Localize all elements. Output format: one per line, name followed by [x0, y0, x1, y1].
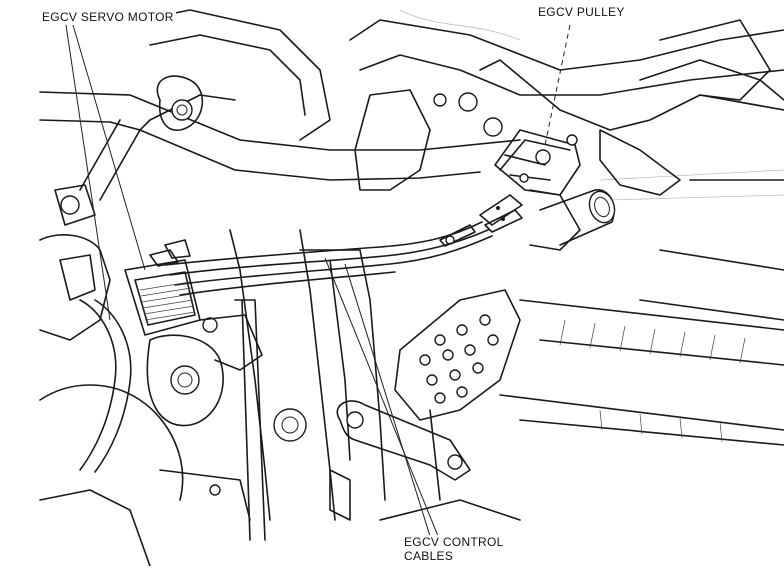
egcv-servo-motor [124, 239, 263, 371]
engine-left-parts [39, 184, 224, 567]
label-egcv-servo-motor: EGCV SERVO MOTOR [40, 10, 176, 24]
background-bleed [399, 9, 784, 201]
frame-main-spar [39, 91, 521, 201]
leader-servo-2 [72, 24, 146, 271]
label-egcv-pulley: EGCV PULLEY [536, 5, 627, 19]
leader-pulley [544, 24, 571, 146]
leader-cables-2 [324, 257, 439, 537]
footpeg [499, 299, 784, 446]
frame-right-bracket [599, 59, 784, 321]
frame-seat-rail [349, 19, 784, 191]
label-egcv-control-cables: EGCV CONTROL CABLES [402, 535, 506, 563]
leader-servo-1 [65, 24, 111, 321]
label-egcv-control-cables-line2: CABLES [404, 549, 454, 563]
cable-end-fittings [439, 194, 523, 247]
footpeg-bracket [394, 289, 521, 421]
egcv-pulley-assembly [494, 129, 616, 251]
leader-cables-1 [344, 263, 431, 537]
egcv-control-cables [164, 221, 493, 296]
frame-vertical-member [229, 229, 386, 521]
label-egcv-control-cables-line1: EGCV CONTROL [404, 535, 504, 549]
frame-upper-bracket [139, 9, 331, 141]
leader-lines [65, 24, 571, 537]
shift-linkage [159, 299, 521, 541]
